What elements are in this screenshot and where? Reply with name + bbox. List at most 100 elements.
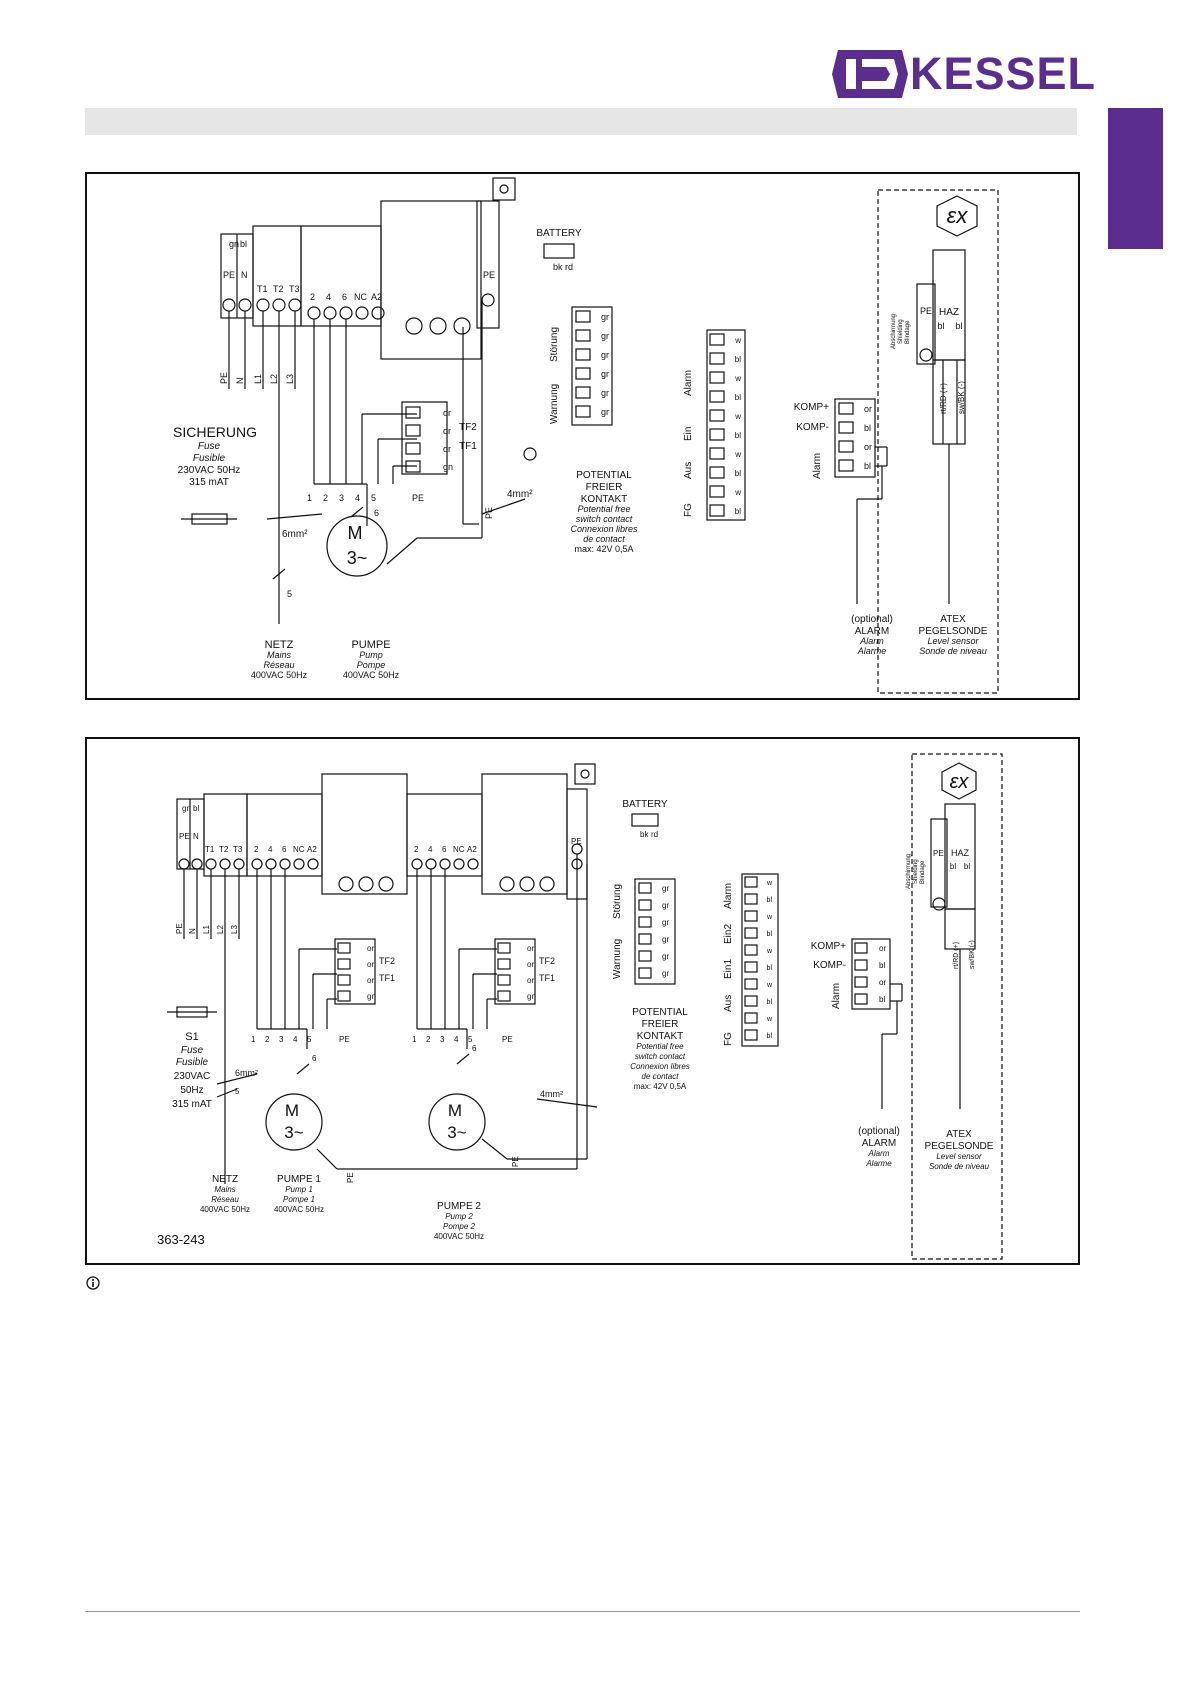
label-t1: T1: [257, 284, 268, 294]
optional-label: (optional): [851, 614, 893, 625]
p2-label-6b: 6: [442, 845, 447, 854]
p2-wire-4: bl: [767, 931, 773, 938]
label-nc: NC: [354, 292, 367, 302]
p2-pump1-cores: 6: [312, 1054, 317, 1063]
p2-pump2-fr: Pompe 2: [443, 1222, 476, 1231]
p2-pump2-pe: PE: [502, 1035, 513, 1044]
p2-wire-6: bl: [767, 965, 773, 972]
p2-pe-section: 4mm²: [540, 1089, 563, 1099]
komp-alarm: Alarm: [812, 453, 823, 479]
komp-or-2: or: [864, 442, 872, 452]
footer-divider: [85, 1611, 1080, 1612]
p2-wire-3: w: [766, 914, 773, 921]
fuse-fr: Fusible: [193, 453, 226, 464]
optional-en: Alarm: [859, 636, 884, 646]
fuse-current: 315 mAT: [189, 477, 229, 488]
p2-pump2-5: 5: [468, 1035, 473, 1044]
label-t2: T2: [273, 284, 284, 294]
p2-fuse-voltage: 230VAC: [174, 1071, 211, 1082]
p2-pump2-title: PUMPE 2: [437, 1201, 481, 1212]
contact-gr-1: gr: [601, 312, 609, 322]
p2-label-a2b: A2: [467, 845, 477, 854]
p2-label-gn: gn: [182, 804, 191, 813]
p2-tf1-a: TF1: [379, 973, 395, 983]
p2-pump2-1: 1: [412, 1035, 417, 1044]
p2-motor1-phase: 3~: [284, 1123, 303, 1142]
p2-tf2-a: TF2: [379, 956, 395, 966]
p2-wire-1: w: [766, 880, 773, 887]
mains-title: NETZ: [265, 639, 294, 651]
p2-label-pe-right: PE: [571, 837, 582, 846]
p2-contact-max: max: 42V 0,5A: [634, 1082, 687, 1091]
p2-optional-fr: Alarme: [865, 1159, 892, 1168]
p2-pump2-voltage: 400VAC 50Hz: [434, 1232, 484, 1241]
kessel-logo: [832, 50, 908, 98]
chapter-tab: [1108, 108, 1163, 249]
label-pe: PE: [223, 270, 235, 280]
atex-shield-de: Abschirmung: [891, 314, 897, 349]
p2-pump2-cores: 6: [472, 1044, 477, 1053]
p2-contact-title-2: FREIER: [642, 1019, 679, 1030]
p2-label-l3: L3: [230, 925, 239, 934]
p2-contact-gr-3: gr: [662, 918, 669, 927]
p2-komp-plus: KOMP+: [811, 941, 846, 952]
contact-fr-1: Connexion libres: [570, 524, 638, 534]
p2-pump2-en: Pump 2: [445, 1212, 473, 1221]
wire-color-2: bl: [735, 355, 741, 364]
p2-fuse-fr: Fusible: [176, 1057, 209, 1068]
p2-motor2-phase: 3~: [447, 1123, 466, 1142]
p2-label-6: 6: [282, 845, 287, 854]
mains-voltage: 400VAC 50Hz: [251, 670, 308, 680]
label-pump-1: 1: [307, 493, 312, 503]
ex-mark-icon: εx: [947, 203, 969, 228]
label-6: 6: [342, 292, 347, 302]
p2-motor1-m: M: [285, 1101, 299, 1120]
p2-pump1-voltage: 400VAC 50Hz: [274, 1205, 324, 1214]
p2-contact-en-1: Potential free: [636, 1042, 684, 1051]
p2-label-l1: L1: [202, 925, 211, 934]
atex-haz: HAZ: [939, 307, 959, 318]
p2-battery-bk: bk: [640, 830, 649, 839]
wire-color-3: w: [734, 374, 741, 383]
p2-atex-en: Level sensor: [936, 1152, 982, 1161]
label-tf1: TF1: [459, 441, 477, 452]
contact-en-2: switch contact: [576, 514, 633, 524]
label-pe-vertical: PE: [219, 372, 229, 384]
atex-pe: PE: [920, 306, 932, 316]
p2-atex-haz: HAZ: [951, 848, 970, 858]
label-pe-pump: PE: [412, 493, 424, 503]
atex-sensor: PEGELSONDE: [919, 626, 988, 637]
label-warnung: Warnung: [549, 384, 560, 424]
p2-mains-fr: Réseau: [211, 1195, 239, 1204]
contact-en-1: Potential free: [577, 504, 630, 514]
label-n-vertical: N: [235, 378, 245, 385]
p2-komp-bl-1: bl: [879, 961, 885, 970]
p2-atex-bl-2: bl: [964, 862, 970, 871]
label-pump-5: 5: [371, 493, 376, 503]
mains-en: Mains: [267, 650, 292, 660]
p2-wire-5: w: [766, 948, 773, 955]
atex-title: ATEX: [940, 614, 966, 625]
p2-label-2: 2: [254, 845, 259, 854]
atex-bl-1: bl: [937, 321, 944, 331]
wire-color-4: bl: [735, 393, 741, 402]
p2-tf1-or-2: or: [367, 960, 374, 969]
p2-fuse-title: S1: [185, 1031, 198, 1043]
p2-tf1-or-1: or: [367, 944, 374, 953]
contact-gr-4: gr: [601, 369, 609, 379]
p2-label-4b: 4: [428, 845, 433, 854]
p2-tf1-or-3: or: [367, 976, 374, 985]
label-pe-right: PE: [483, 270, 495, 280]
p2-optional-label: (optional): [858, 1126, 900, 1137]
p2-pe-2: PE: [511, 1156, 520, 1167]
p2-atex-sensor: PEGELSONDE: [925, 1141, 994, 1152]
komp-or-1: or: [864, 404, 872, 414]
label-bl: bl: [240, 239, 247, 249]
pump-fr: Pompe: [357, 660, 386, 670]
p2-mains-section: 6mm²: [235, 1068, 258, 1078]
p2-atex-title: ATEX: [946, 1129, 972, 1140]
label-pe-ground: PE: [484, 507, 494, 519]
komp-bl-1: bl: [864, 423, 871, 433]
p2-label-l2: L2: [216, 925, 225, 934]
p2-label-a2: A2: [307, 845, 317, 854]
